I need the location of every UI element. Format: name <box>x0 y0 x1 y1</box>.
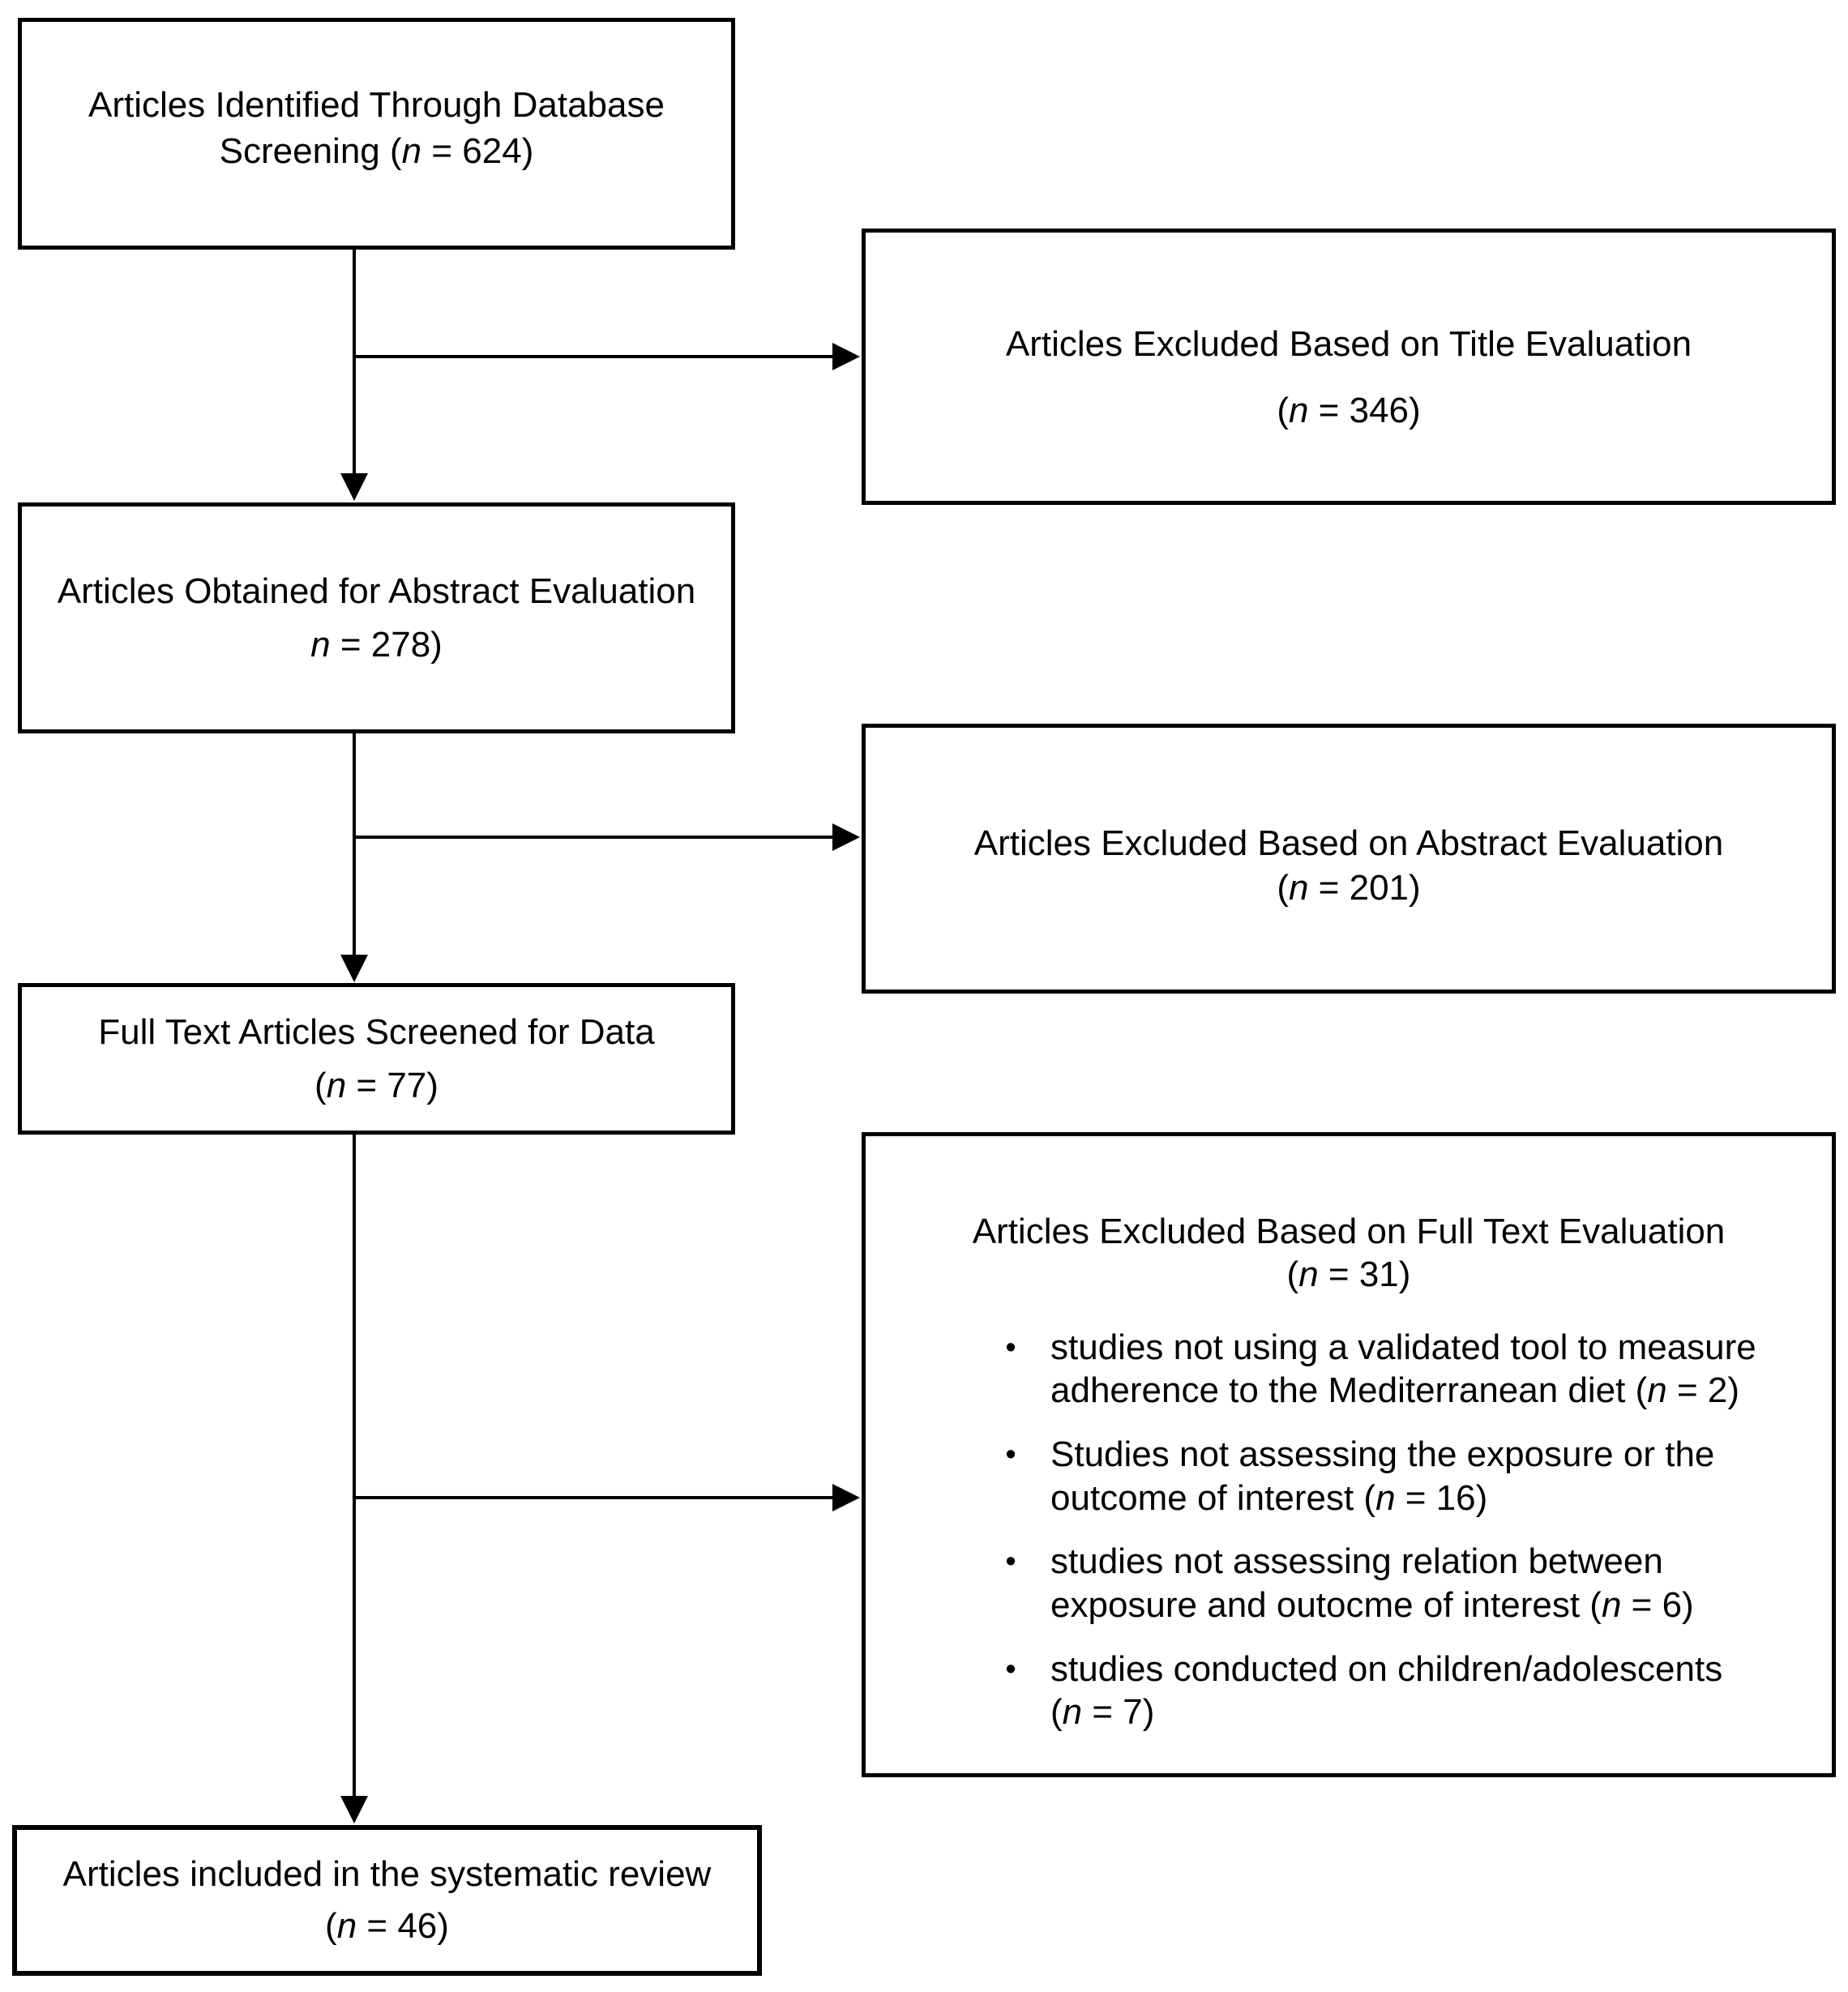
box-excluded-title-evaluation: Articles Excluded Based on Title Evaluat… <box>862 229 1836 505</box>
box-abstract-evaluation-line1: Articles Obtained for Abstract Evaluatio… <box>57 571 696 611</box>
box-excluded-title-line2: (n = 346) <box>1277 390 1421 430</box>
connector-fulltext-to-included <box>353 1135 356 1798</box>
box-identified: Articles Identified Through Database Scr… <box>18 18 735 250</box>
exclusion-reason-4-line2: (n = 7) <box>1050 1692 1155 1733</box>
box-identified-line2: Screening (n = 624) <box>219 131 534 171</box>
exclusion-reason-3-line1: studies not assessing relation between <box>1050 1541 1663 1582</box>
box-fulltext-screened-line2: (n = 77) <box>314 1065 438 1105</box>
arrow-right-icon <box>832 823 860 851</box>
exclusion-reason-4-line1: studies conducted on children/adolescent… <box>1050 1648 1723 1689</box>
box-fulltext-screened-line1: Full Text Articles Screened for Data <box>98 1011 655 1052</box>
exclusion-reason-text: studies not using a validated tool to me… <box>1050 1326 1756 1413</box>
box-abstract-evaluation: Articles Obtained for Abstract Evaluatio… <box>18 502 735 733</box>
exclusion-reason-3-line2: exposure and outocme of interest (n = 6) <box>1050 1584 1694 1625</box>
exclusion-reason-item: • studies conducted on children/adolesce… <box>971 1648 1756 1734</box>
box-identified-line1: Articles Identified Through Database <box>88 84 665 125</box>
bullet-icon: • <box>1005 1545 1016 1579</box>
box-excluded-abstract-evaluation: Articles Excluded Based on Abstract Eval… <box>862 724 1836 994</box>
box-excluded-abstract-line1: Articles Excluded Based on Abstract Eval… <box>973 823 1724 863</box>
arrow-right-icon <box>832 1484 860 1511</box>
exclusion-reason-item: • Studies not assessing the exposure or … <box>971 1433 1756 1520</box>
exclusion-reason-2-line2: outcome of interest (n = 16) <box>1050 1477 1488 1518</box>
exclusion-reason-1-line2: adherence to the Mediterranean diet (n =… <box>1050 1370 1740 1411</box>
exclusion-reason-text: Studies not assessing the exposure or th… <box>1050 1433 1714 1520</box>
box-excluded-fulltext-evaluation: Articles Excluded Based on Full Text Eva… <box>862 1132 1836 1777</box>
arrow-right-icon <box>832 343 860 370</box>
connector-abstract-to-fulltext <box>353 733 356 956</box>
box-included: Articles included in the systematic revi… <box>12 1825 762 1976</box>
box-excluded-fulltext-line2: (n = 31) <box>1286 1254 1411 1294</box>
box-fulltext-screened: Full Text Articles Screened for Data (n … <box>18 983 735 1135</box>
exclusion-reason-1-line1: studies not using a validated tool to me… <box>1050 1327 1756 1367</box>
excluded-fulltext-title: Articles Excluded Based on Full Text Eva… <box>973 1211 1726 1297</box>
box-excluded-abstract-line2: (n = 201) <box>1277 867 1421 908</box>
connector-to-excluded-abstract <box>354 836 834 839</box>
bullet-icon: • <box>1005 1652 1016 1686</box>
arrow-down-icon <box>340 1796 368 1823</box>
exclusion-reason-2-line1: Studies not assessing the exposure or th… <box>1050 1434 1715 1474</box>
arrow-down-icon <box>340 473 368 501</box>
connector-identified-to-abstract <box>353 250 356 475</box>
exclusion-reason-text: studies not assessing relation between e… <box>1050 1540 1694 1627</box>
exclusion-reason-text: studies conducted on children/adolescent… <box>1050 1648 1722 1734</box>
box-excluded-fulltext-line1: Articles Excluded Based on Full Text Eva… <box>972 1212 1726 1251</box>
connector-to-excluded-fulltext <box>354 1496 834 1499</box>
arrow-down-icon <box>340 955 368 982</box>
box-included-line1: Articles included in the systematic revi… <box>62 1854 712 1895</box>
bullet-icon: • <box>1005 1330 1016 1365</box>
box-excluded-title-line1: Articles Excluded Based on Title Evaluat… <box>1005 324 1692 365</box>
bullet-icon: • <box>1005 1437 1016 1472</box>
exclusion-reason-item: • studies not assessing relation between… <box>971 1540 1756 1627</box>
box-abstract-evaluation-line2: n = 278) <box>310 624 443 665</box>
exclusion-reasons-list: • studies not using a validated tool to … <box>866 1326 1756 1755</box>
connector-to-excluded-title <box>354 355 834 358</box>
box-included-line2: (n = 46) <box>325 1906 449 1946</box>
exclusion-reason-item: • studies not using a validated tool to … <box>971 1326 1756 1413</box>
